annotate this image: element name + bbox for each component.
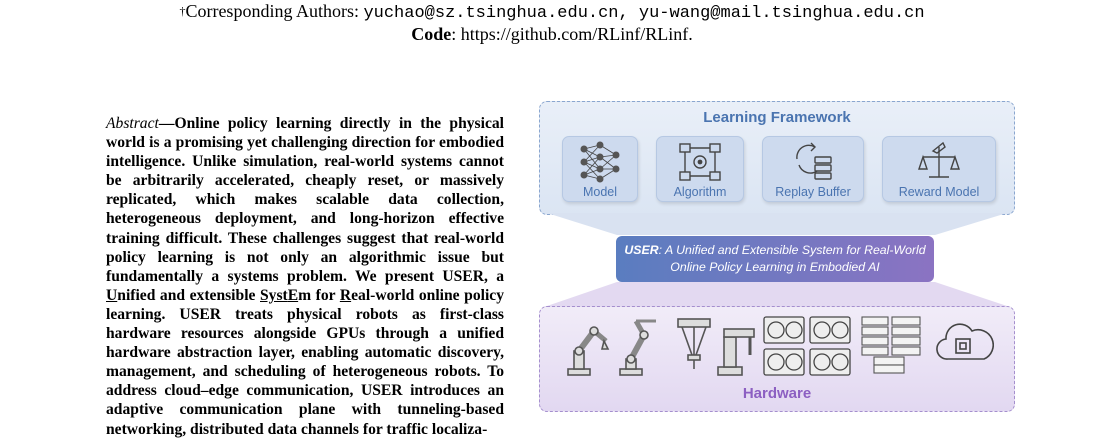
module-algorithm-label: Algorithm [673,185,727,199]
user-title-bold: USER [624,243,659,257]
replay-buffer-icon [763,141,863,188]
robot-arm-icon [560,315,612,384]
user-architecture-figure: Learning Framework Model [537,98,1017,412]
robot-arm-icon [614,315,666,384]
module-replay-buffer-label: Replay Buffer [775,185,851,199]
reward-scale-icon [883,141,995,188]
user-title-rest: : A Unified and Extensible System for Re… [658,243,926,274]
module-reward-model-label: Reward Model [898,185,980,199]
module-replay-buffer: Replay Buffer [762,136,864,202]
abstract-underline-u: U [106,286,118,304]
neural-network-icon [563,141,637,188]
lower-funnel [547,282,1007,306]
abstract-lead: Abstract [106,115,159,132]
learning-framework-title: Learning Framework [703,109,851,126]
affiliation-label: Corresponding Authors: [185,1,359,21]
server-rack-icon [860,315,924,380]
abstract: Abstract—Online policy learning directly… [106,114,504,439]
cloud-chip-icon [934,319,994,372]
module-model: Model [562,136,638,202]
module-algorithm: Algorithm [656,136,744,202]
abstract-underline-e: E [287,286,299,304]
code-line: Code: https://github.com/RLinf/RLinf. [411,24,693,44]
scara-robot-icon [712,315,764,384]
delta-robot-icon [668,315,720,384]
abstract-text-1: —Online policy learning directly in the … [106,115,504,285]
abstract-underline-syst: Syst [260,286,288,304]
abstract-underline-r: R [339,286,352,304]
code-label: Code [411,24,452,44]
code-url[interactable]: https://github.com/RLinf/RLinf. [460,24,693,44]
abstract-text-m: m for [298,286,340,304]
corresponding-authors-line: †Corresponding Authors: yuchao@sz.tsingh… [0,0,1104,25]
abstract-text-nified: nified and extensible [117,286,260,304]
algorithm-flow-icon [657,141,743,188]
hardware-panel: Hardware [539,306,1015,412]
hardware-title: Hardware [742,385,812,402]
learning-framework-panel: Learning Framework Model [539,101,1015,215]
upper-funnel [547,213,1007,235]
gpu-card-icon [762,315,854,384]
author-emails: yuchao@sz.tsinghua.edu.cn, yu-wang@mail.… [363,4,925,23]
user-system-box: USER: A Unified and Extensible System fo… [616,236,934,282]
module-reward-model: Reward Model [882,136,996,202]
dagger-mark: † [179,4,186,18]
abstract-text-2: eal-world online policy learning. USER t… [106,286,505,438]
module-model-label: Model [582,185,618,199]
